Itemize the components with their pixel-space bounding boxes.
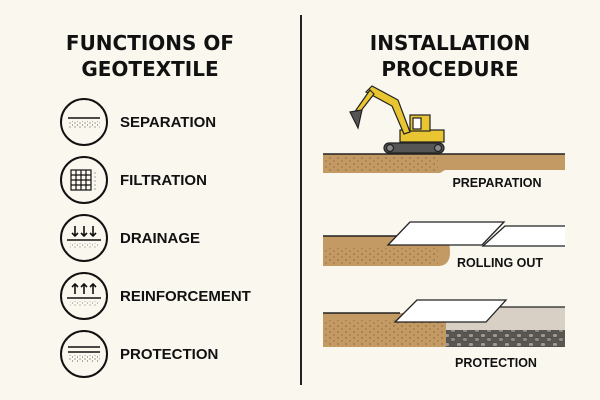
function-label-reinforcement: REINFORCEMENT — [120, 288, 251, 305]
left-title-line2: GEOTEXTILE — [81, 57, 218, 81]
function-label-protection: PROTECTION — [120, 346, 218, 363]
function-label-filtration: FILTRATION — [120, 172, 207, 189]
reinforcement-icon — [60, 272, 108, 320]
separation-icon — [60, 98, 108, 146]
geotextile-sheet — [386, 221, 506, 246]
gravel-layer — [446, 330, 565, 347]
function-label-drainage: DRAINAGE — [120, 230, 200, 247]
geotextile-sheet — [393, 299, 508, 323]
step-label-rolling-out: ROLLING OUT — [457, 256, 543, 270]
right-title-line1: INSTALLATION — [370, 31, 530, 55]
preparation-illustration — [323, 85, 565, 173]
excavator-icon — [349, 85, 445, 154]
step-label-preparation: PREPARATION — [452, 176, 541, 190]
filtration-icon — [60, 156, 108, 204]
protection-illustration — [323, 299, 565, 347]
left-title-line1: FUNCTIONS OF — [66, 31, 234, 55]
step-label-protection: PROTECTION — [455, 356, 537, 370]
drainage-icon — [60, 214, 108, 262]
protection-icon — [60, 330, 108, 378]
right-title-line2: PROCEDURE — [381, 57, 518, 81]
function-label-separation: SEPARATION — [120, 114, 216, 131]
rolling-out-illustration — [323, 221, 565, 266]
